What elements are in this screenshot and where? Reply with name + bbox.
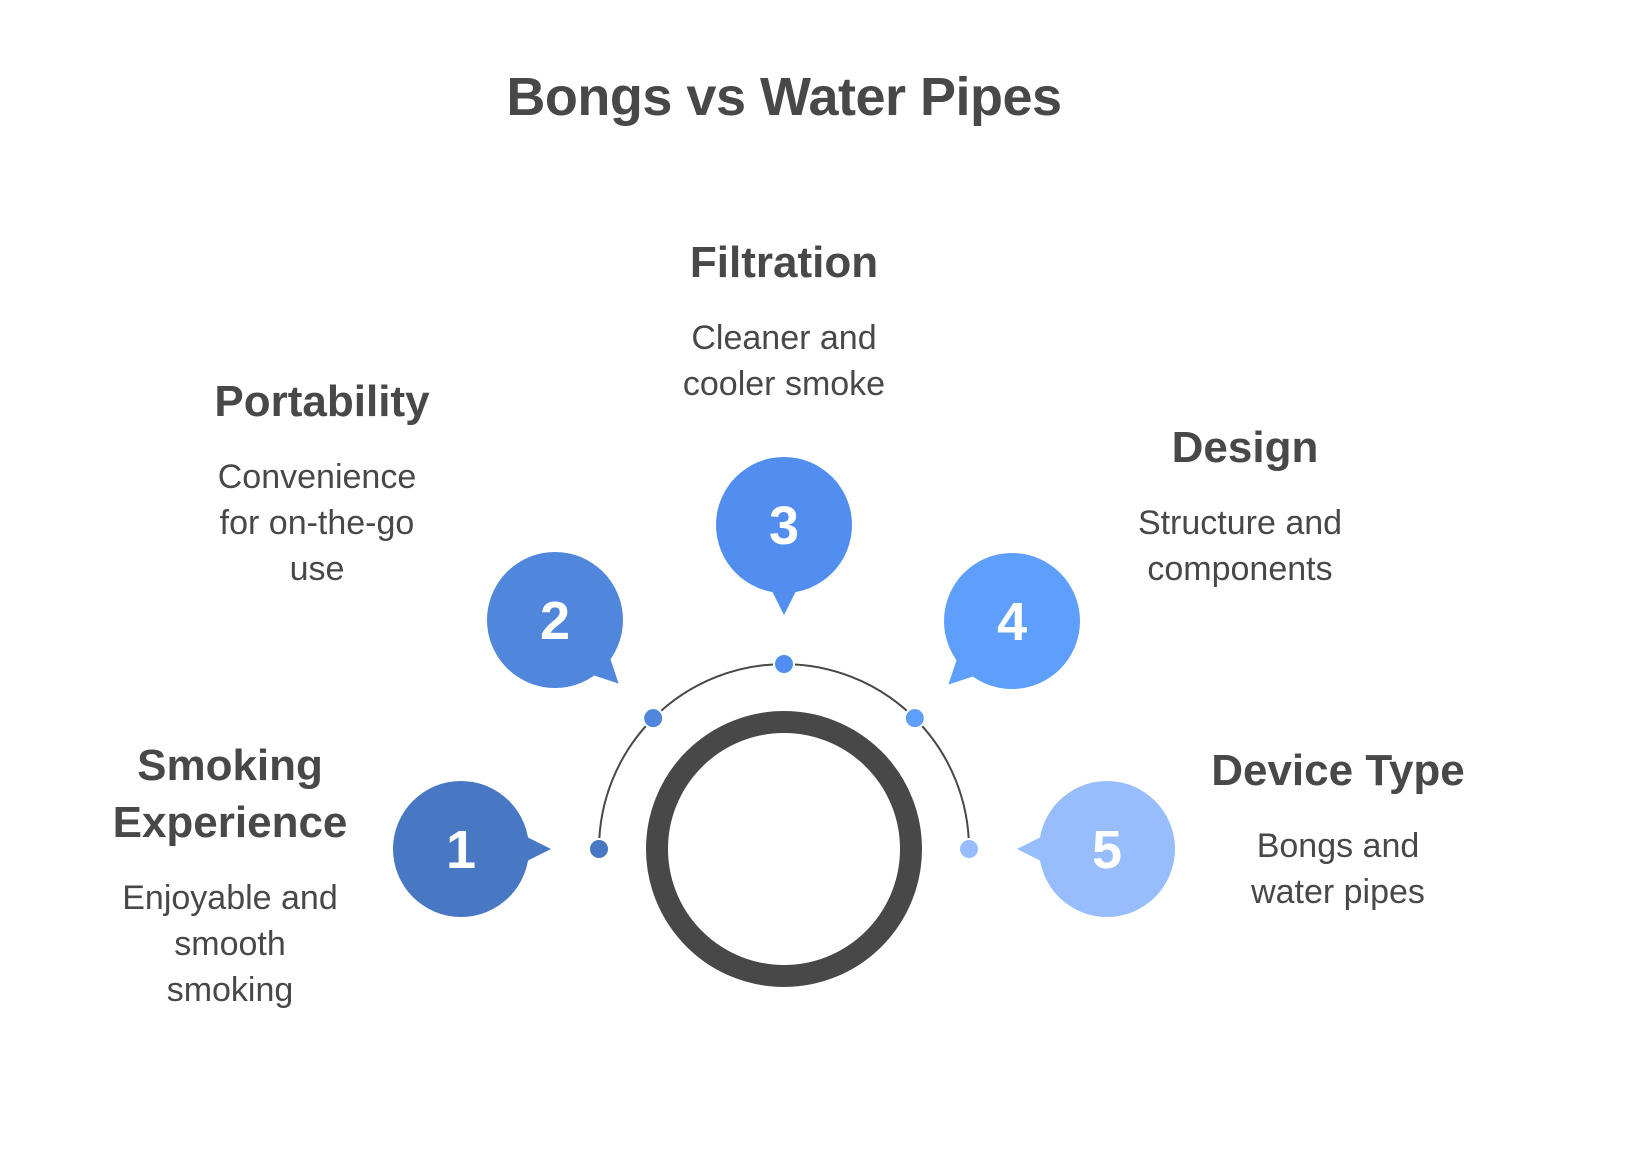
item-3-description: Cleaner and cooler smoke bbox=[634, 315, 934, 407]
item-1-description-line: smooth bbox=[174, 925, 286, 963]
bubble-pointer bbox=[1017, 831, 1053, 867]
bubble-circle bbox=[487, 552, 623, 688]
label-filtration: Filtration Cleaner and cooler smoke bbox=[634, 234, 934, 407]
item-5-description: Bongs and water pipes bbox=[1188, 823, 1488, 915]
bubble-number: 2 bbox=[540, 591, 570, 651]
item-3-title-line: Filtration bbox=[689, 238, 879, 287]
label-design: Design Structure and components bbox=[1095, 419, 1395, 592]
item-5-title: Device Type bbox=[1188, 742, 1488, 799]
bubble-number: 5 bbox=[1092, 820, 1122, 880]
label-smoking-experience: Smoking Experience Enjoyable and smooth … bbox=[80, 737, 380, 1013]
arc-dot-2 bbox=[642, 707, 665, 730]
item-2-title-line: Portability bbox=[214, 377, 430, 426]
bubble-number: 1 bbox=[446, 820, 476, 880]
item-3-description-line: Cleaner and bbox=[691, 319, 877, 357]
item-5-description-line: water pipes bbox=[1251, 873, 1425, 911]
bubble-5: 5 bbox=[1017, 781, 1175, 917]
item-1-description-line: Enjoyable and bbox=[122, 879, 338, 917]
arc-dot-5 bbox=[958, 838, 980, 860]
item-5-title-line: Device Type bbox=[1211, 746, 1465, 795]
item-2-description-line: for on-the-go bbox=[219, 504, 415, 542]
bubble-3: 3 bbox=[716, 457, 852, 615]
arc-dot-3 bbox=[773, 653, 795, 675]
bubble-number: 3 bbox=[769, 496, 799, 556]
item-4-description-line: components bbox=[1147, 550, 1333, 588]
item-2-description-line: use bbox=[289, 550, 345, 588]
bubble-pointer bbox=[948, 646, 987, 685]
bubble-1: 1 bbox=[393, 781, 551, 917]
item-4-description-line: Structure and bbox=[1137, 504, 1343, 542]
bubble-pointer bbox=[515, 831, 551, 867]
bubble-pointer bbox=[766, 579, 802, 615]
bubble-number: 4 bbox=[997, 592, 1027, 652]
bubble-2: 2 bbox=[487, 552, 623, 688]
diagram-title: Bongs vs Water Pipes bbox=[506, 67, 1062, 127]
center-ring bbox=[646, 711, 922, 987]
bubble-circle bbox=[1039, 781, 1175, 917]
label-device-type: Device Type Bongs and water pipes bbox=[1188, 742, 1488, 915]
item-3-description-line: cooler smoke bbox=[682, 365, 886, 403]
bubble-4: 4 bbox=[944, 553, 1080, 689]
item-1-title-line: Smoking bbox=[137, 741, 323, 790]
item-2-title: Portability bbox=[172, 373, 472, 430]
item-4-title-line: Design bbox=[1171, 423, 1319, 472]
item-1-description-line: smoking bbox=[166, 971, 294, 1009]
item-3-title: Filtration bbox=[634, 234, 934, 291]
bubble-circle bbox=[393, 781, 529, 917]
bubble-circle bbox=[944, 553, 1080, 689]
arc-dot-4 bbox=[903, 707, 926, 730]
bubble-circle bbox=[716, 457, 852, 593]
item-2-description-line: Convenience bbox=[217, 458, 417, 496]
item-2-description: Convenience for on-the-go use bbox=[162, 454, 472, 592]
item-4-description: Structure and components bbox=[1085, 500, 1395, 592]
label-portability: Portability Convenience for on-the-go us… bbox=[172, 373, 472, 592]
bubble-pointer bbox=[580, 645, 619, 684]
item-4-title: Design bbox=[1095, 419, 1395, 476]
item-1-title: Smoking Experience bbox=[80, 737, 380, 851]
item-1-description: Enjoyable and smooth smoking bbox=[80, 875, 380, 1013]
arc-dot-1 bbox=[588, 838, 610, 860]
item-1-title-line: Experience bbox=[112, 798, 348, 847]
item-5-description-line: Bongs and bbox=[1256, 827, 1420, 865]
